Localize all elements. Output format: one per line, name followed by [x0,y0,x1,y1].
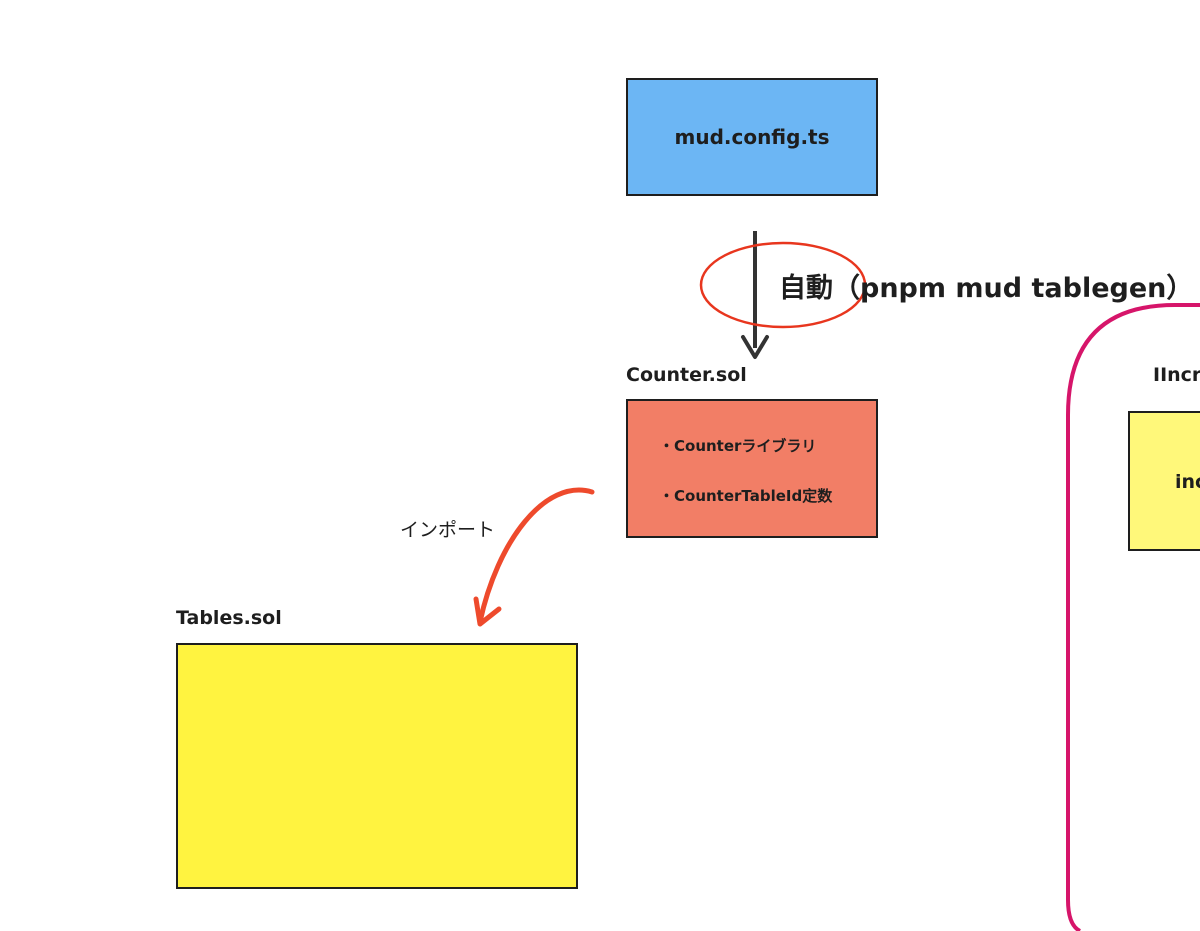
highlight-ellipse [699,241,867,329]
import-arrow-curve [477,487,595,625]
auto-edge-label: 自動（pnpm mud tablegen） [779,273,1194,304]
tables-node[interactable] [176,643,578,889]
config-node-label: mud.config.ts [674,125,830,149]
counter-item-library: ・Counterライブラリ [659,437,817,455]
tables-node-title: Tables.sol [176,607,282,629]
import-arrow-head [473,596,502,627]
right-panel-title: IIncr [1153,364,1200,386]
counter-node[interactable]: ・Counterライブラリ ・CounterTableId定数 [626,399,878,538]
counter-item-tableid: ・CounterTableId定数 [659,487,833,505]
config-node[interactable]: mud.config.ts [626,78,878,196]
import-edge-label: インポート [400,519,496,541]
right-panel-outline [1066,303,1200,931]
counter-node-title: Counter.sol [626,364,747,386]
auto-arrow-head [741,335,769,359]
right-panel-node[interactable]: inc [1128,411,1200,551]
right-panel-node-label: inc [1175,471,1200,493]
